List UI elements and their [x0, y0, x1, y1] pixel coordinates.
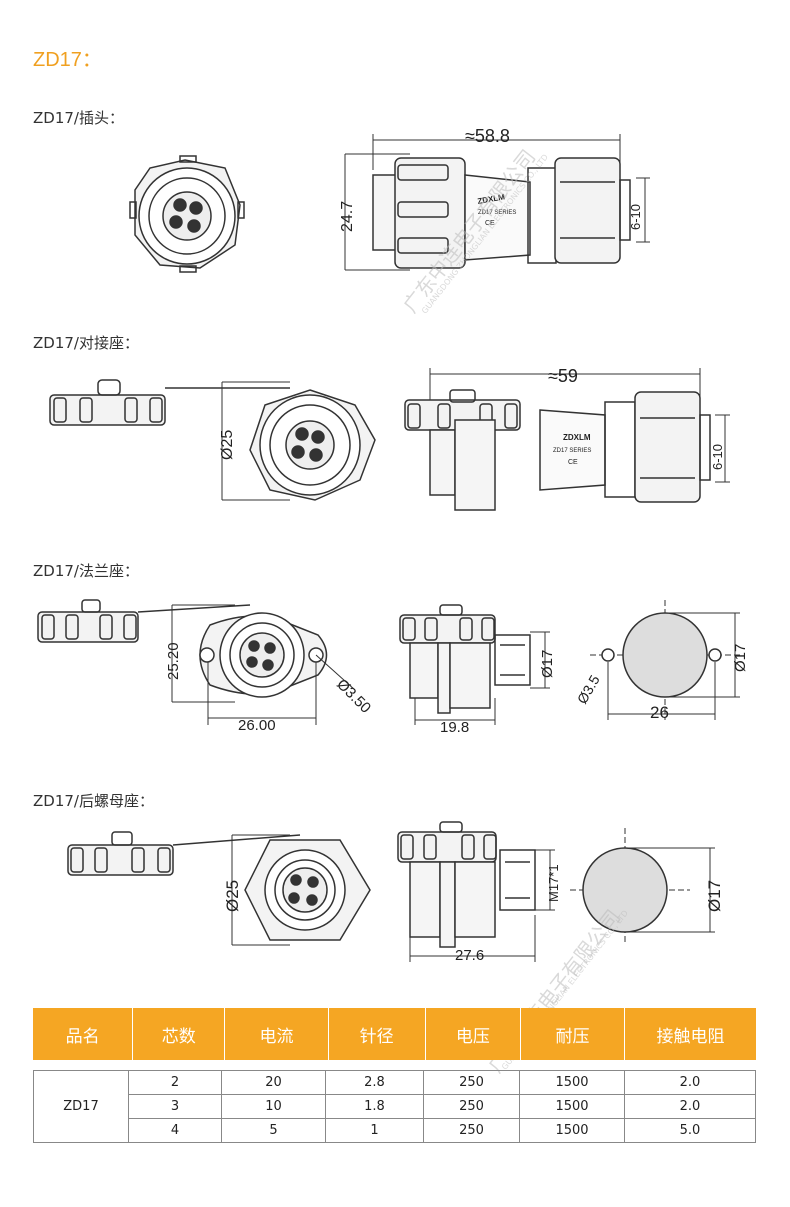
flange-cutout-dia-dim: Ø17 — [732, 644, 749, 672]
cell-current: 5 — [222, 1119, 326, 1142]
cell-contact-resistance: 2.0 — [679, 1075, 701, 1090]
docking-drawing: ≈59 Ø25 6-10 ZDXLM ZD17 SERIES CE — [49, 366, 730, 511]
header-pin-diameter: 针径 — [329, 1008, 426, 1060]
table-row: 3 10 1.8 250 1500 2.0 — [129, 1095, 755, 1119]
rear-nut-thread-dim: M17*1 — [546, 864, 561, 902]
flange-panel-cutout — [590, 600, 740, 720]
plug-front-view — [129, 155, 245, 273]
docking-brand-text: ZDXLM — [563, 433, 591, 442]
docking-series-text: ZD17 SERIES — [553, 448, 591, 454]
cell-core-count: 3 — [129, 1095, 222, 1118]
plug-ce-mark: CE — [485, 220, 495, 227]
cell-pin-diameter: 2.8 — [326, 1071, 424, 1094]
section-label-plug: ZD17/插头： — [33, 109, 124, 127]
cell-current: 10 — [222, 1095, 326, 1118]
cell-pin-diameter: 1.8 — [326, 1095, 424, 1118]
cell-contact-resistance: 2.0 — [679, 1099, 701, 1114]
rear-nut-diameter-dim: Ø25 — [223, 880, 242, 912]
cell-voltage: 250 — [424, 1071, 520, 1094]
flange-drawing: 25.20 26.00 Ø3.50 19.8 Ø17 Ø3.5 26 Ø17 — [37, 599, 749, 736]
table-row: 4 5 1 250 1500 5.0 — [129, 1119, 755, 1142]
cell-current: 20 — [222, 1071, 326, 1094]
header-current: 电流 — [225, 1008, 329, 1060]
flange-cutout-hole-dim: Ø3.5 — [574, 672, 603, 706]
docking-length-dim: ≈59 — [548, 366, 578, 386]
plug-length-dim: ≈58.8 — [465, 126, 510, 146]
plug-drawing: ≈58.8 24.7 6-10 ZDXLM ZD17 SERIES CE — [129, 126, 650, 273]
cell-core-count: 4 — [129, 1119, 222, 1142]
section-label-docking: ZD17/对接座： — [33, 334, 139, 352]
docking-side-view — [404, 368, 730, 511]
section-label-rear-nut: ZD17/后螺母座： — [33, 792, 154, 810]
flange-cutout-spacing-dim: 26 — [650, 703, 669, 722]
flange-side-view — [399, 604, 550, 725]
rear-nut-drawing: Ø25 M17*1 27.6 Ø17 — [67, 821, 724, 964]
docking-ce-mark: CE — [568, 459, 578, 466]
cell-voltage: 250 — [424, 1095, 520, 1118]
docking-front-view — [49, 379, 376, 501]
section-label-flange: ZD17/法兰座： — [33, 562, 139, 580]
plug-side-view — [344, 134, 650, 271]
flange-hole-dim: Ø3.50 — [333, 676, 374, 717]
flange-side-width-dim: 19.8 — [440, 719, 469, 736]
rear-nut-panel-cutout — [570, 828, 715, 945]
plug-height-dim: 24.7 — [339, 201, 356, 232]
rear-nut-side-view — [397, 821, 555, 962]
plug-series-text: ZD17 SERIES — [478, 210, 516, 216]
docking-diameter-dim: Ø25 — [219, 430, 236, 460]
cell-withstand-voltage: 1500 — [520, 1071, 625, 1094]
cell-voltage: 250 — [424, 1119, 520, 1142]
flange-front-view — [37, 599, 356, 725]
plug-cable-dim: 6-10 — [628, 204, 643, 230]
header-voltage: 电压 — [426, 1008, 521, 1060]
spec-table-body: ZD17 2 20 2.8 250 1500 2.0 3 10 1.8 250 … — [33, 1070, 756, 1143]
cell-core-count: 2 — [129, 1071, 222, 1094]
rear-nut-length-dim: 27.6 — [455, 947, 484, 964]
docking-cable-dim: 6-10 — [710, 444, 725, 470]
cell-contact-resistance: 5.0 — [679, 1123, 701, 1138]
header-contact-resistance: 接触电阻 — [656, 1026, 725, 1047]
cell-pin-diameter: 1 — [326, 1119, 424, 1142]
page-title: ZD17： — [33, 49, 102, 71]
table-row: 2 20 2.8 250 1500 2.0 — [129, 1071, 755, 1095]
model-cell: ZD17 — [34, 1071, 129, 1142]
flange-height-dim: 25.20 — [165, 642, 182, 680]
flange-side-dia-dim: Ø17 — [539, 650, 556, 678]
cell-withstand-voltage: 1500 — [520, 1119, 625, 1142]
header-withstand-voltage: 耐压 — [521, 1008, 626, 1060]
header-product-name: 品名 — [33, 1008, 134, 1060]
spec-table-header: 品名 芯数 电流 针径 电压 耐压 接触电阻 — [33, 1008, 756, 1060]
header-core-count: 芯数 — [133, 1008, 226, 1060]
flange-width-dim: 26.00 — [238, 717, 276, 734]
cell-withstand-voltage: 1500 — [520, 1095, 625, 1118]
rear-nut-front-view — [67, 831, 371, 946]
rear-nut-cutout-dia-dim: Ø17 — [705, 880, 724, 912]
